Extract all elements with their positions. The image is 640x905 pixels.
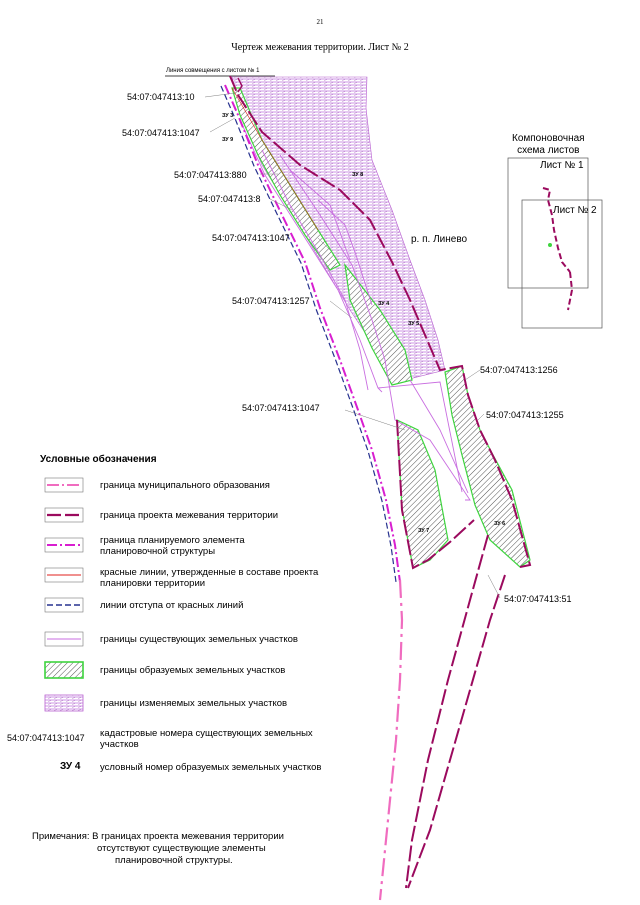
note-line-1: Примечания: В границах проекта межевания…	[32, 831, 284, 842]
legend-cadastral-example: 54:07:047413:1047	[7, 733, 85, 743]
setback-line	[220, 85, 397, 583]
existing-plot-lines	[239, 119, 471, 501]
cadastral-label: 54:07:047413:51	[504, 594, 572, 604]
cadastral-label: 54:07:047413:1047	[242, 403, 320, 413]
plot-label: ЗУ 5	[408, 321, 420, 327]
municipal-boundary-line	[378, 579, 404, 901]
cadastral-label: 54:07:047413:8	[198, 194, 261, 204]
plot-label: ЗУ 6	[494, 521, 506, 527]
inset-title: Компоновочная схема листов	[512, 133, 585, 156]
legend-item-label: граница планируемого элемента планировоч…	[100, 535, 245, 557]
legend-item-label: границы изменяемых земельных участков	[100, 698, 288, 709]
page-title: Чертеж межевания территории. Лист № 2	[231, 42, 409, 53]
inset-sheet1-label: Лист № 1	[540, 160, 584, 171]
cadastral-label: 54:07:047413:1257	[232, 296, 310, 306]
legend-item-label: граница проекта межевания территории	[100, 510, 279, 521]
note-line-3: планировочной структуры.	[115, 855, 233, 866]
legend-item-label: границы существующих земельных участков	[100, 634, 298, 645]
planned-element-boundary-line	[224, 84, 401, 583]
inset-sheet2-label: Лист № 2	[553, 205, 597, 216]
plot-zu7-area	[396, 419, 449, 569]
legend-symbols	[44, 477, 84, 712]
legend-item-label: красные линии, утвержденные в составе пр…	[100, 567, 319, 589]
inset-frames	[507, 157, 603, 329]
leader-lines	[204, 92, 501, 599]
cadastral-label: 54:07:047413:880	[174, 170, 247, 180]
plot-label: ЗУ 9	[222, 137, 234, 143]
plot-zu4-area	[344, 262, 413, 386]
legend-title: Условные обозначения	[40, 454, 157, 465]
small-connector	[237, 77, 243, 93]
cadastral-label: 54:07:047413:1256	[480, 365, 558, 375]
locality-label: р. п. Линево	[411, 234, 468, 245]
cadastral-label: 54:07:047413:1255	[486, 410, 564, 420]
cadastral-label: 54:07:047413:1047	[212, 233, 290, 243]
legend-zu-text: условный номер образуемых земельных учас…	[100, 762, 322, 773]
cadastral-label: 54:07:047413:10	[127, 92, 195, 102]
legend-item-label: границы образуемых земельных участков	[100, 665, 286, 676]
survey-project-boundary-line	[229, 75, 532, 889]
page-number: 21	[316, 18, 324, 26]
legend-item-label: линии отступа от красных линий	[100, 600, 244, 611]
inset-route	[542, 187, 574, 311]
note-line-2: отсутствуют существующие элементы	[97, 843, 266, 854]
plot-label: ЗУ 4	[378, 301, 390, 307]
plot-label: ЗУ 8	[352, 172, 364, 178]
legend-item-label: граница муниципального образования	[100, 480, 270, 491]
plot-label: ЗУ 7	[418, 528, 430, 534]
junction-label: Линия совмещения с листом № 1	[166, 68, 260, 74]
legend-cadastral-text: кадастровые номера существующих земельны…	[100, 728, 313, 750]
plot-label: ЗУ 3	[222, 113, 234, 119]
cadastral-label: 54:07:047413:1047	[122, 128, 200, 138]
legend-zu-example: ЗУ 4	[60, 761, 81, 772]
red-line	[231, 87, 319, 231]
